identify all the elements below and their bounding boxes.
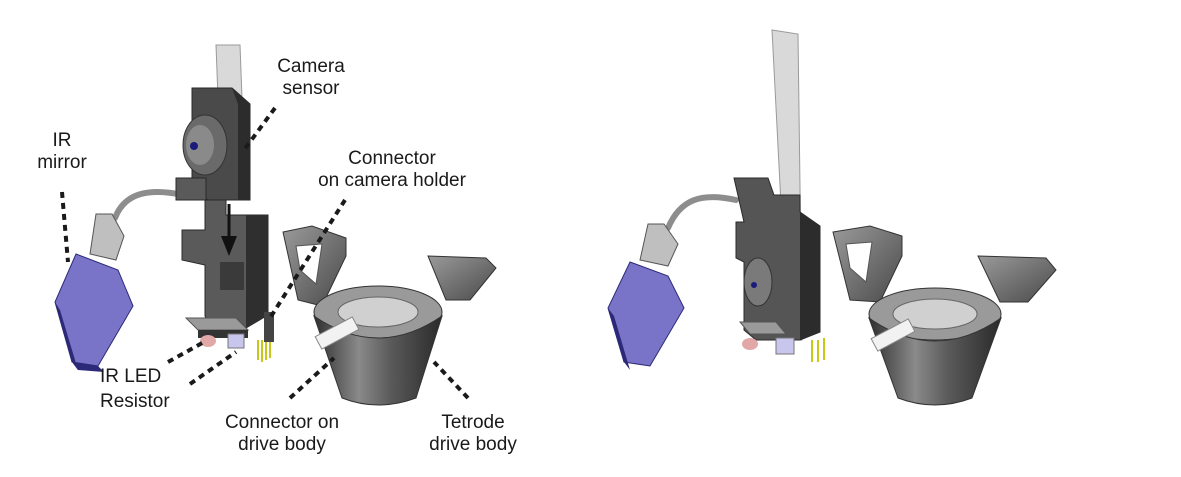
leader-ir-led — [167, 340, 205, 364]
assembly-arrow-head — [221, 236, 237, 256]
label-tetrode-drive-body: Tetrode drive body — [429, 412, 517, 455]
leader-connector-drive — [288, 356, 336, 400]
right-assembly-assembled — [607, 29, 1057, 406]
cable-right — [665, 194, 739, 231]
ir-mirror — [54, 253, 134, 367]
leader-ir-mirror — [60, 191, 70, 263]
camera-sensor-dot — [190, 142, 198, 150]
ir-led — [200, 335, 216, 347]
label-camera-sensor: Camera sensor — [277, 56, 345, 99]
leader-connector-camera — [268, 198, 347, 320]
leader-resistor — [188, 350, 238, 386]
left-assembly-exploded — [54, 44, 497, 406]
label-ir-mirror: IR mirror — [37, 130, 87, 173]
tetrode-drive-left — [282, 225, 497, 406]
ir-mirror-right — [607, 261, 685, 367]
label-ir-led: IR LED — [100, 366, 162, 387]
label-connector-on-drive-body: Connector on drive body — [224, 412, 340, 455]
resistor — [227, 333, 245, 349]
ir-mirror-mount — [89, 213, 125, 261]
leader-tetrode-drive — [432, 360, 470, 400]
leader-lines — [60, 106, 470, 400]
label-connector-on-camera-holder: Connector on camera holder — [318, 148, 466, 191]
cable — [112, 188, 186, 221]
label-resistor: Resistor — [100, 391, 170, 412]
tetrode-drive-right — [832, 225, 1057, 406]
leader-camera-sensor — [242, 106, 277, 152]
